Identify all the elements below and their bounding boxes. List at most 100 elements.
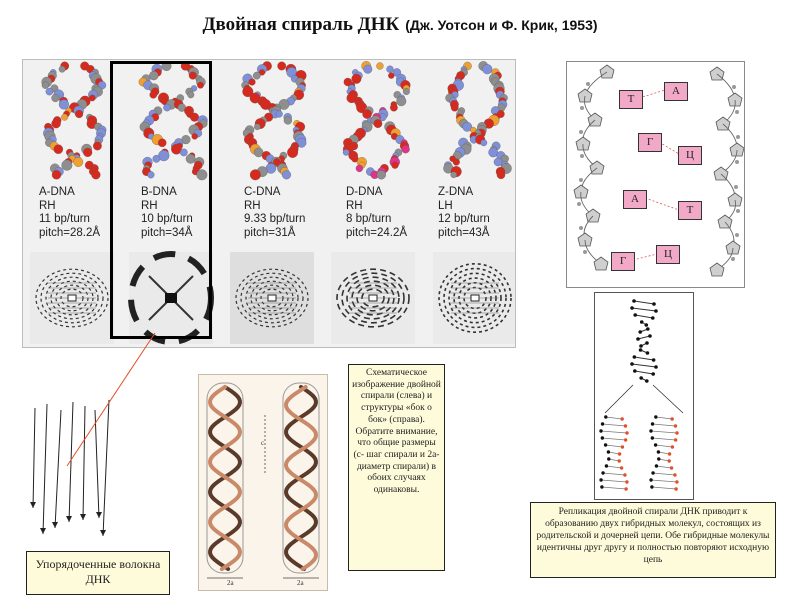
daughter-nucleotide [670,417,674,421]
atom [51,118,61,129]
daughter-nucleotide [667,452,672,456]
fiber-arrowhead [66,516,72,522]
base-pairing-backbone [573,64,744,277]
nucleotide [638,348,643,352]
dna-form-name: A-DNA [39,186,75,198]
phosphate [734,185,738,189]
dna-form-bp-per-turn: 12 bp/turn [438,213,490,225]
phosphate [579,130,583,134]
atom [73,157,84,167]
fiber [68,401,74,523]
parental-base-pair [634,370,654,375]
atom [390,103,398,112]
atom [61,159,73,171]
dna-form-bp-per-turn: 10 bp/turn [141,213,193,225]
daughter-base-pair [655,444,673,448]
fiber-arrowhead [100,530,106,536]
sugar-phosphate-backbone [573,64,744,277]
atom [149,70,159,81]
phosphate [579,226,583,230]
schema-caption: Схематическое изображение двойной спирал… [348,364,445,571]
diffraction-ring [438,263,512,334]
b-dna-highlight-frame [110,61,212,339]
daughter-base-pair [606,465,622,469]
atom [482,64,493,75]
parental-nucleotide [607,457,611,461]
double-helix-drawing: c 2a 2a [206,382,320,587]
atom [242,86,254,98]
nucleotide [645,341,649,345]
sugar-ring [585,208,601,223]
atom [179,148,188,157]
fiber-arrowhead [80,514,86,520]
atom [275,110,283,118]
phosphate [735,160,739,164]
diffraction-ring [443,267,507,329]
atom [41,81,50,89]
fiber [42,403,48,535]
parental-nucleotide [654,415,658,419]
atom [157,138,167,148]
daughter-base-pair [650,430,678,434]
fiber-arrowhead [30,502,36,508]
sugar-ring [727,192,743,207]
diffraction-center [165,293,177,303]
space-filling-model [342,61,411,180]
atom [376,62,384,70]
atom [83,147,93,157]
atom [171,143,182,155]
parental-nucleotide [649,478,653,482]
nucleotide [639,376,643,380]
diffraction-center [67,294,77,302]
daughter-nucleotide [625,431,629,435]
atom [58,65,66,73]
daughter-base-pair [651,486,677,490]
dna-form-bp-per-turn: 9.33 bp/turn [244,213,306,225]
space-filling-model [138,61,208,181]
atom [51,170,62,180]
atom [450,103,459,112]
daughter-base-pair [601,479,627,483]
atom [493,157,503,167]
phosphate [580,154,584,158]
parental-nucleotide [650,485,654,489]
daughter-base-pair [601,486,627,490]
parental-nucleotide [599,478,603,482]
nucleotide [652,302,656,306]
phosphate [583,250,587,254]
nucleotide [639,320,644,324]
parental-base-pair [633,300,655,305]
nucleotide [632,299,636,303]
helix-strand [208,385,242,571]
parental-base-pair [631,307,657,312]
diffraction-pattern [433,252,517,344]
nucleotide [646,327,650,331]
dna-form-handedness: LH [438,199,453,212]
parental-nucleotide [604,415,608,419]
atom [147,171,155,179]
parental-nucleotide [600,485,604,489]
parental-nucleotide [650,436,655,440]
pitch-label: c [261,439,264,447]
fiber-arrowhead [40,528,46,534]
daughter-base-pair [602,437,626,441]
dna-form-handedness: RH [244,199,261,212]
atom [197,81,204,89]
sugar-ring [729,142,744,157]
daughter-nucleotide [669,466,674,470]
fork-arms [604,384,684,414]
sugar-ring [593,256,609,271]
dna-form-pitch: pitch=34Å [141,226,193,239]
daughter-nucleotide [619,466,624,470]
nucleotide [630,362,634,366]
phosphate [736,209,740,213]
atom [462,121,473,132]
dna-form-label-b: B-DNA RH 10 bp/turn pitch=34Å [141,186,193,240]
atom [480,139,488,147]
base-left: Т [619,90,643,109]
base-right: А [664,82,688,101]
atom [149,91,158,99]
base-right: Ц [678,146,702,165]
phosphate [577,202,581,206]
diameter-label-right: 2a [297,579,305,587]
